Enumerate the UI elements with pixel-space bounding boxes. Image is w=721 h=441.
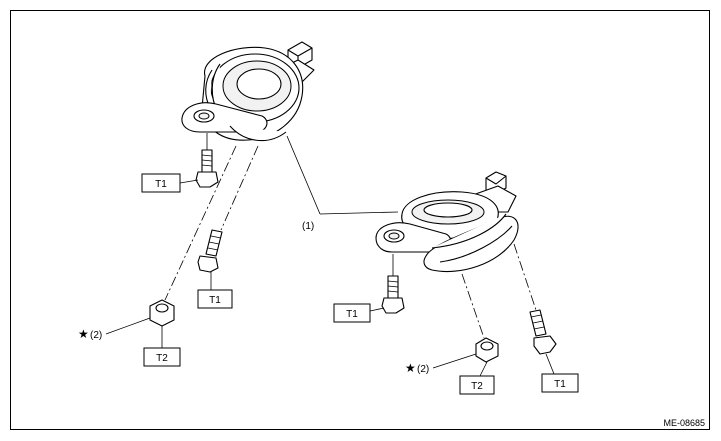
nut-left (149, 299, 175, 327)
callout-part-2-right: (2) (417, 364, 429, 375)
bolt-left-lower (197, 229, 223, 273)
bolt-right-right (529, 309, 557, 355)
engine-mount-right (375, 171, 519, 273)
star-icon-left: ★ (78, 327, 89, 341)
torque-tag-t2-right: T2 (459, 361, 495, 395)
torque-tag-t1-upper-left: T1 (141, 173, 199, 193)
torque-tag-t2-left: T2 (143, 326, 181, 367)
star-icon-right: ★ (405, 361, 416, 375)
svg-text:T1: T1 (554, 379, 566, 390)
callout-part-1: (1) (302, 221, 314, 232)
figure-code: ME-08685 (663, 418, 705, 428)
svg-text:T1: T1 (209, 295, 221, 306)
torque-tag-t1-right-right: T1 (541, 353, 579, 393)
torque-tag-t1-right-left: T1 (333, 303, 385, 323)
callout-part-2-left: (2) (90, 330, 102, 341)
bolt-left-upper (195, 149, 219, 188)
nut-right (475, 337, 499, 363)
torque-tag-t1-lower-left: T1 (197, 272, 233, 309)
svg-text:T2: T2 (471, 381, 483, 392)
diagram-frame (10, 10, 710, 430)
svg-text:T1: T1 (155, 179, 167, 190)
bolt-right-left (381, 275, 405, 314)
engine-mount-left (181, 41, 315, 142)
svg-text:T1: T1 (346, 309, 358, 320)
svg-text:T2: T2 (156, 353, 168, 364)
